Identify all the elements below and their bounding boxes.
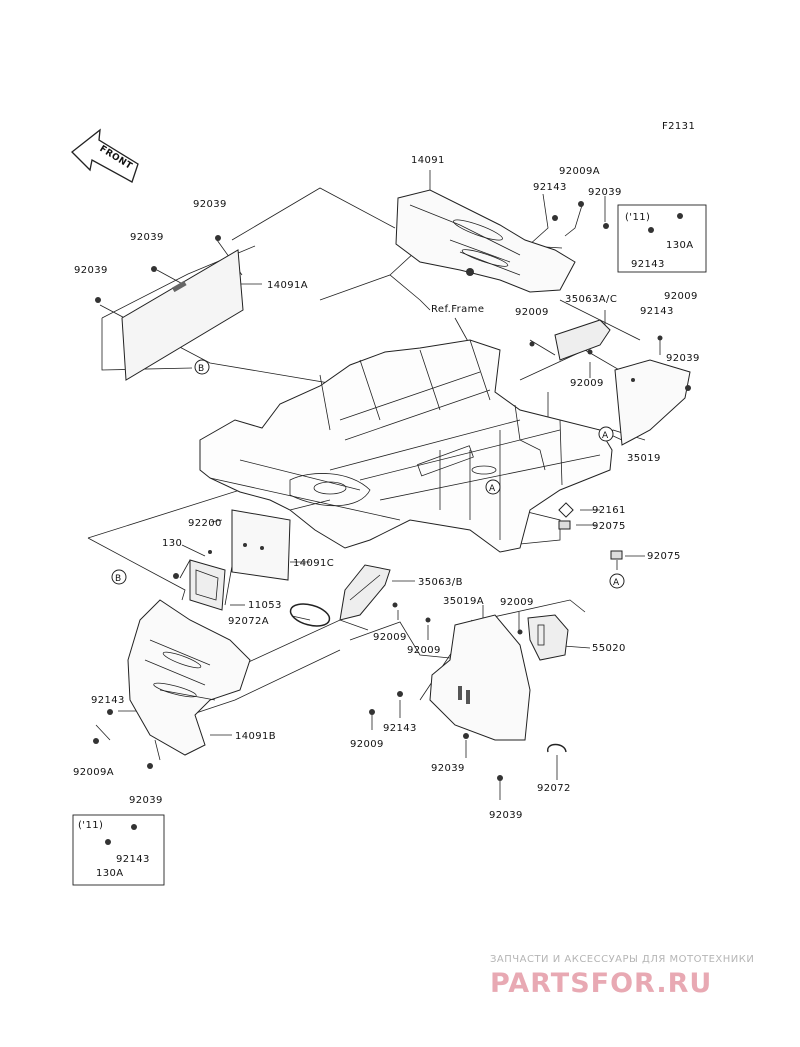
label-92039-l3: 92039 <box>74 265 108 276</box>
part-35063AC-bracket <box>529 319 663 361</box>
callout-a-2: A <box>485 479 501 495</box>
label-14091: 14091 <box>411 155 445 166</box>
part-35019A-mud-guard <box>369 614 531 781</box>
year-note-top: ('11) <box>625 212 650 223</box>
label-35019A: 35019A <box>443 596 484 607</box>
label-130A-bot: 130A <box>96 868 124 879</box>
svg-text:B: B <box>198 364 205 374</box>
label-92009-r2: 92009 <box>515 307 549 318</box>
label-92009A-lb: 92009A <box>73 767 114 778</box>
year-note-bottom: ('11) <box>78 820 103 831</box>
part-35063B-bracket <box>339 564 431 623</box>
part-92072-clip <box>547 743 567 753</box>
label-92075-2: 92075 <box>647 551 681 562</box>
ref-frame-label: Ref.Frame <box>431 304 484 315</box>
label-92143-box-top: 92143 <box>631 259 665 270</box>
callout-a-1: A <box>598 426 614 442</box>
part-14091A-panel <box>95 235 244 381</box>
label-92009-mid: 92009 <box>570 378 604 389</box>
label-14091A: 14091A <box>267 280 308 291</box>
label-92039-top: 92039 <box>588 187 622 198</box>
label-92009-c4: 92009 <box>350 739 384 750</box>
part-92072A-clamp <box>289 603 331 627</box>
label-92161: 92161 <box>592 505 626 516</box>
label-92143-top: 92143 <box>533 182 567 193</box>
label-92039-c1: 92039 <box>431 763 465 774</box>
label-92200: 92200 <box>188 518 222 529</box>
label-92009-c3: 92009 <box>407 645 441 656</box>
label-55020: 55020 <box>592 643 626 654</box>
year-note-box-bottom: ('11) <box>72 814 165 886</box>
label-92143-lb: 92143 <box>91 695 125 706</box>
label-92072A: 92072A <box>228 616 269 627</box>
svg-text:A: A <box>613 578 620 588</box>
svg-text:B: B <box>115 574 122 584</box>
label-92143-c: 92143 <box>383 723 417 734</box>
label-35063B: 35063/B <box>418 577 463 588</box>
label-130: 130 <box>162 538 182 549</box>
watermark-line2: PARTSFOR.RU <box>490 968 712 999</box>
label-92039-lb: 92039 <box>129 795 163 806</box>
label-92072: 92072 <box>537 783 571 794</box>
front-arrow-icon: FRONT <box>71 128 139 183</box>
callout-b-2: B <box>111 569 127 585</box>
label-92039-l2: 92039 <box>130 232 164 243</box>
callout-b-1: B <box>194 359 210 375</box>
part-92161-92075-hardware <box>558 502 623 560</box>
watermark-line1: ЗАПЧАСТИ И АКСЕССУАРЫ ДЛЯ МОТОТЕХНИКИ <box>490 954 754 965</box>
year-note-box-top: ('11) <box>617 204 707 273</box>
label-14091B: 14091B <box>235 731 276 742</box>
callout-a-3: A <box>609 573 625 589</box>
watermark: ЗАПЧАСТИ И АКСЕССУАРЫ ДЛЯ МОТОТЕХНИКИ PA… <box>490 954 754 999</box>
part-55020-bracket <box>527 614 569 661</box>
part-14091-top-cover <box>395 189 609 293</box>
part-14091B-lower-cover <box>93 599 251 769</box>
label-92039-c2: 92039 <box>489 810 523 821</box>
svg-text:A: A <box>602 431 609 441</box>
label-92009-c2: 92009 <box>373 632 407 643</box>
label-130A-top: 130A <box>666 240 694 251</box>
main-frame <box>199 339 613 553</box>
figure-code: F2131 <box>662 121 695 132</box>
label-92039-r: 92039 <box>666 353 700 364</box>
part-11053-bracket <box>173 559 226 611</box>
svg-text:A: A <box>489 484 496 494</box>
label-92009A-top: 92009A <box>559 166 600 177</box>
label-35063AC: 35063A/C <box>565 294 617 305</box>
part-number-labels: 14091 92009A 92143 92039 130A 92143 9203… <box>73 155 700 879</box>
part-35019-side-guard <box>614 359 691 446</box>
label-92143-r: 92143 <box>640 306 674 317</box>
label-92039-l1: 92039 <box>193 199 227 210</box>
label-92075-1: 92075 <box>592 521 626 532</box>
label-92143-box-bot: 92143 <box>116 854 150 865</box>
label-35019: 35019 <box>627 453 661 464</box>
label-11053: 11053 <box>248 600 282 611</box>
label-14091C: 14091C <box>293 558 334 569</box>
label-92009-c1: 92009 <box>500 597 534 608</box>
part-14091C-plate <box>208 509 291 581</box>
label-92009-r1: 92009 <box>664 291 698 302</box>
